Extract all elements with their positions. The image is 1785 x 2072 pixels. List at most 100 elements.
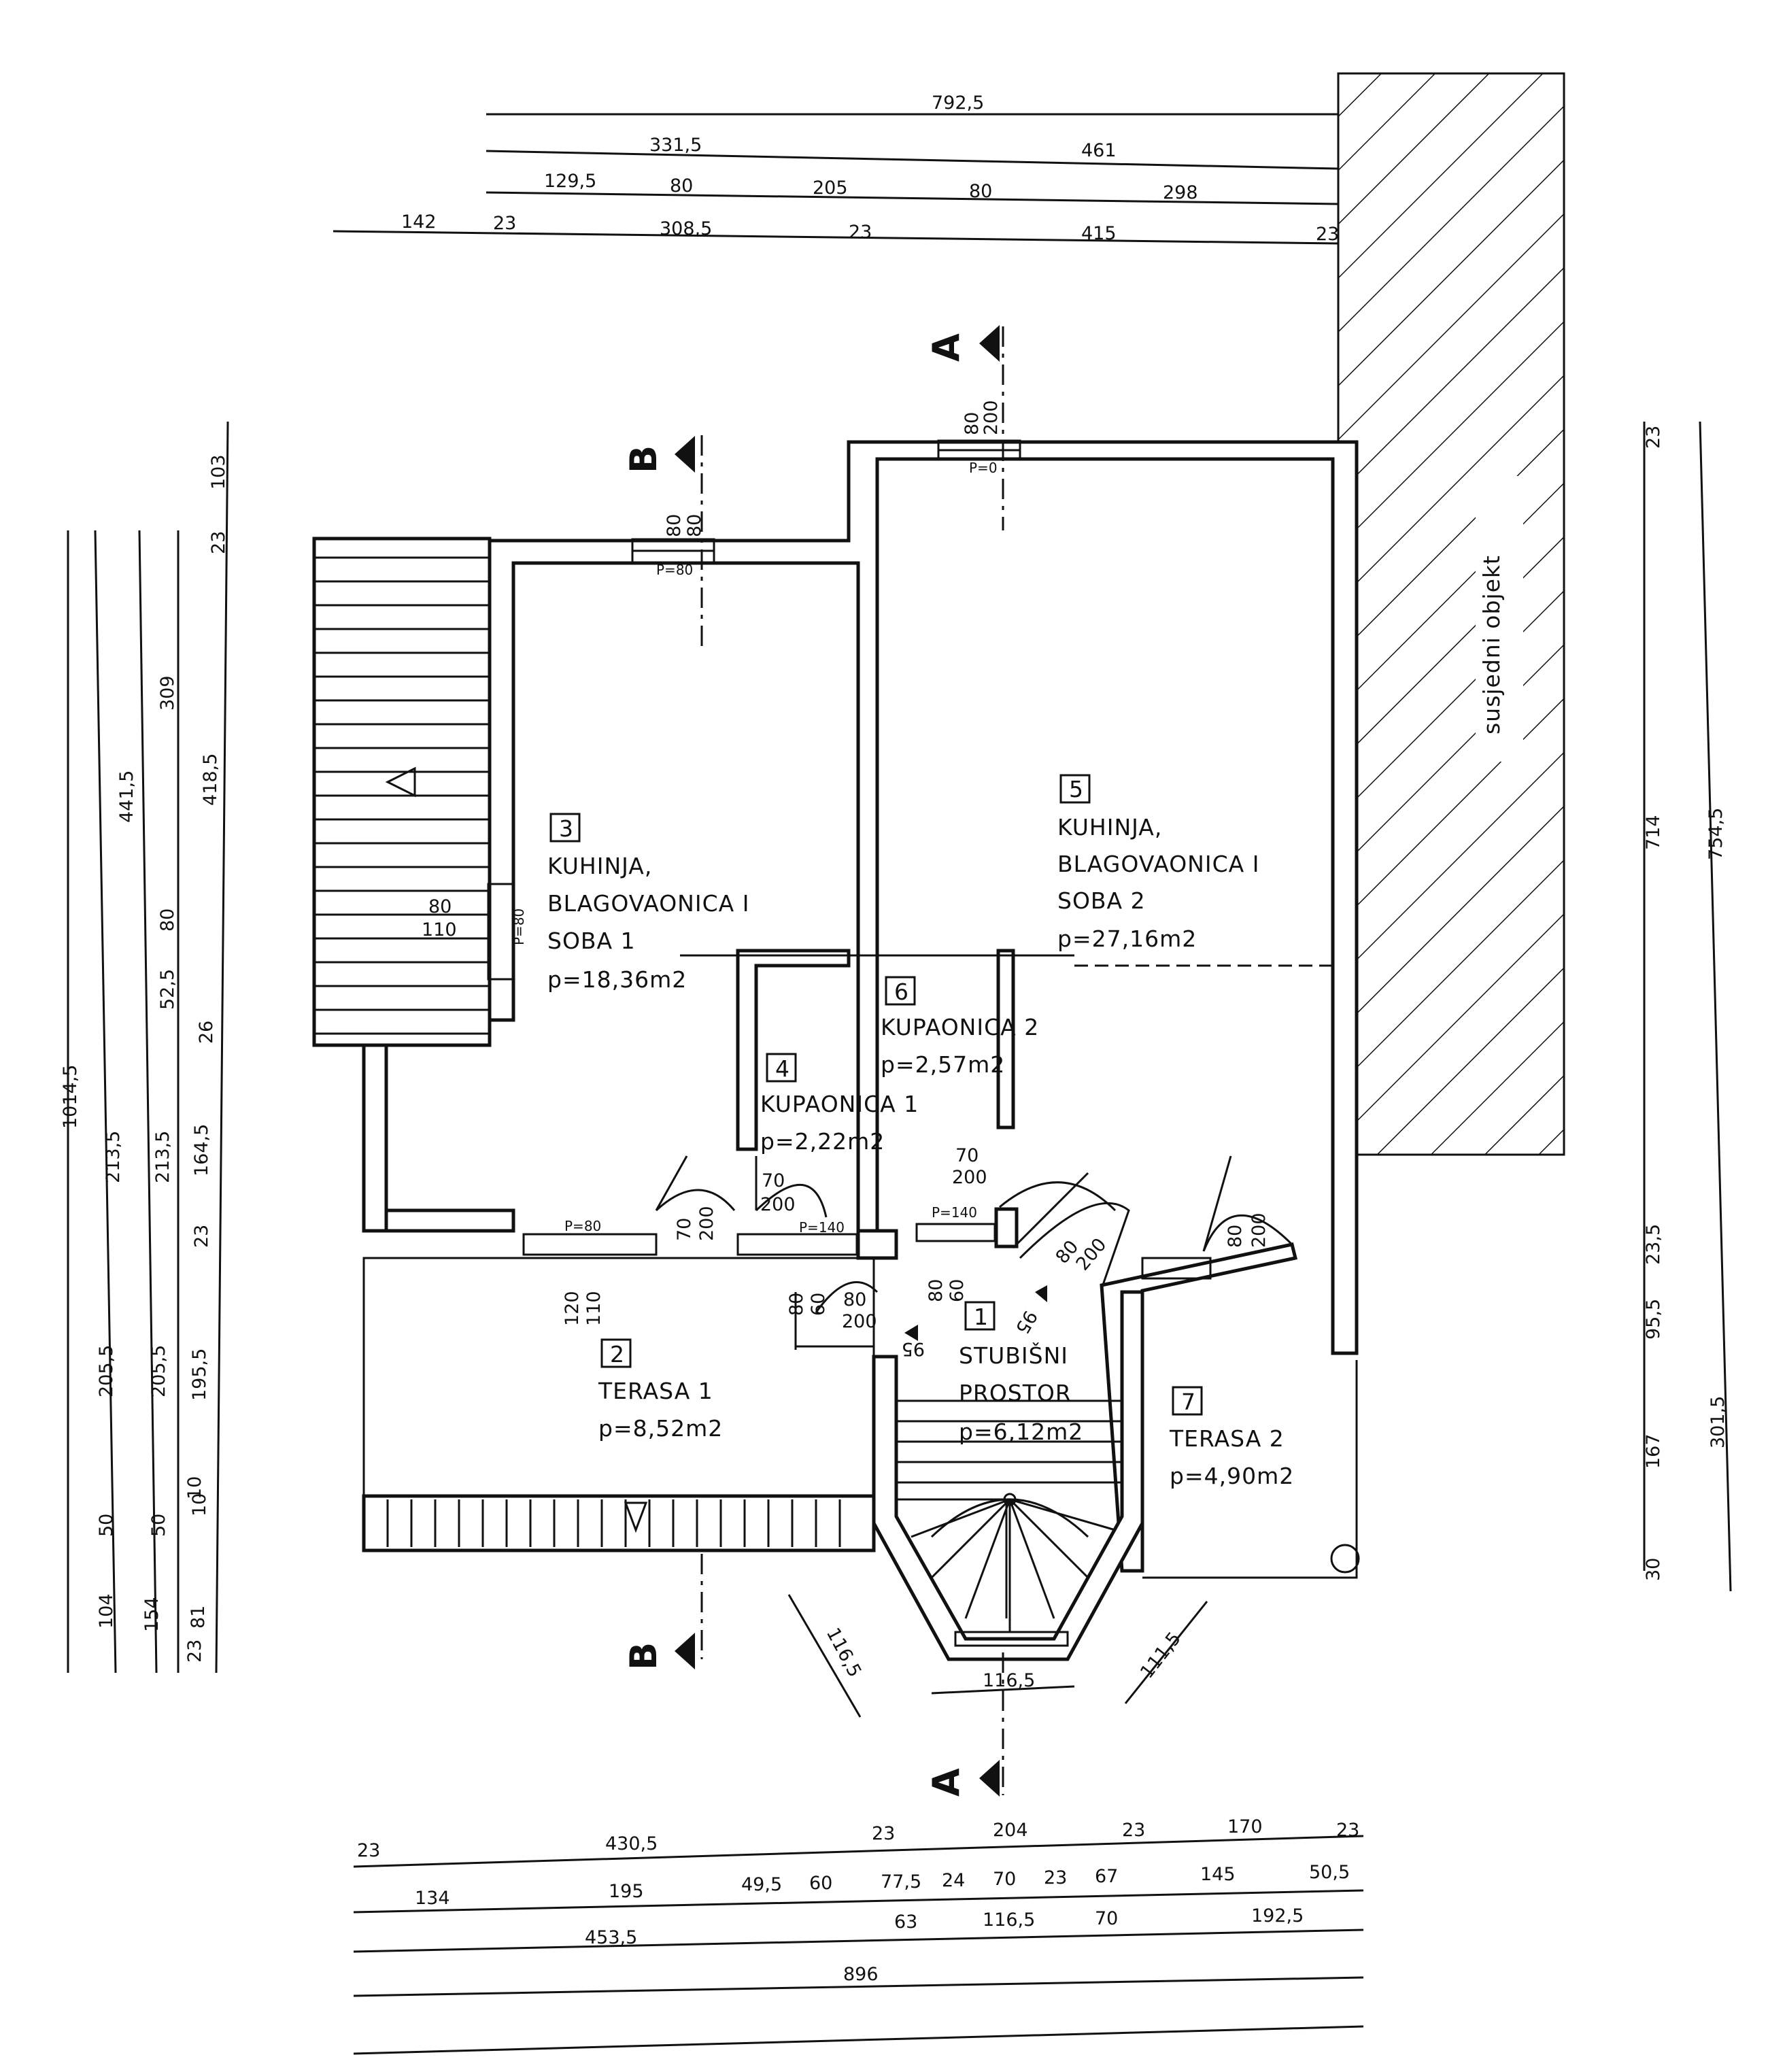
room-4-line-1: KUPAONICA 1 (760, 1091, 919, 1117)
room-3-area: p=18,36m2 (547, 966, 687, 993)
room-4-area: p=2,22m2 (760, 1128, 885, 1155)
section-lines: A A B B (622, 325, 1047, 1797)
win-side-b: 110 (422, 919, 457, 940)
room-3-num: 3 (559, 815, 574, 842)
win-side-a: 80 (428, 896, 452, 917)
hall-door-sm2-b: 60 (947, 1279, 968, 1302)
door-t2-a: 80 (1225, 1225, 1246, 1248)
dim-left-c4-1: 10 (184, 1476, 205, 1499)
stair-treads-terrace (386, 1499, 841, 1547)
dim-bot-r2-10: 50,5 (1309, 1862, 1350, 1883)
dim-left-c3-0: 309 (157, 675, 178, 711)
section-a-top-arrow (979, 325, 1000, 362)
room-2-area: p=8,52m2 (598, 1415, 723, 1442)
room-7: 7 TERASA 2 p=4,90m2 (1169, 1386, 1293, 1489)
dim-bot-r2-7: 23 (1044, 1867, 1067, 1888)
room-3-line-3: SOBA 1 (547, 928, 636, 954)
room-5-area: p=27,16m2 (1057, 925, 1197, 952)
section-a-top: A (925, 333, 968, 362)
dim-left-c5-1: 23 (208, 531, 229, 554)
door-hall-b: 200 (1072, 1234, 1111, 1274)
dim-right-c1-5: 30 (1643, 1558, 1664, 1581)
terr-win-b: 110 (583, 1291, 605, 1326)
dim-bot-r2-5: 24 (942, 1870, 965, 1891)
dim-left-c5-5: 23 (191, 1225, 212, 1248)
dim-top-r3-0: 129,5 (544, 171, 596, 192)
dim-bot-r2-6: 70 (993, 1869, 1016, 1890)
dim-bot-r1-5: 170 (1227, 1816, 1263, 1837)
door-b2-tag: P=140 (932, 1204, 977, 1221)
dim-bot-r1-6: 23 (1336, 1820, 1359, 1841)
room-5-line-2: BLAGOVAONICA I (1057, 851, 1259, 877)
room-2-line-1: TERASA 1 (598, 1378, 713, 1404)
dim-left-c3-4: 50 (148, 1514, 169, 1537)
terr-win-a: 120 (562, 1291, 583, 1326)
dim-bot-r3-1: 63 (894, 1912, 917, 1933)
dim-top-r3-1: 80 (670, 175, 693, 197)
room-2-num: 2 (610, 1341, 625, 1368)
win-terr-tag: P=80 (564, 1218, 601, 1234)
dim-bot-r2-0: 134 (415, 1888, 450, 1909)
dim-left-c2-4: 104 (96, 1593, 117, 1629)
dim-top-r4-5: 23 (1316, 224, 1339, 245)
dim-left-c5-3: 26 (196, 1021, 217, 1044)
room-5-line-1: KUHINJA, (1057, 814, 1162, 840)
stair-angle-2: 111,5 (1136, 1628, 1185, 1682)
dim-left-c5-8: 23 (184, 1640, 205, 1663)
section-b-bottom-arrow (675, 1633, 695, 1669)
dim-bot-r3-3: 70 (1095, 1908, 1118, 1929)
stair-mark-2: 95 (1011, 1307, 1041, 1338)
dim-left-c2-3: 50 (96, 1514, 117, 1537)
room-7-num: 7 (1181, 1389, 1196, 1415)
dim-right-c2-0: 754,5 (1705, 808, 1727, 860)
dim-left-c2-1: 213,5 (103, 1131, 124, 1183)
door-b1-b: 200 (760, 1194, 796, 1215)
dim-left-c4-0: 80 (157, 908, 178, 932)
room-5: 5 KUHINJA, BLAGOVAONICA I SOBA 2 p=27,16… (1057, 774, 1259, 952)
door-terr-a: 70 (674, 1218, 695, 1241)
dim-top-r4-0: 142 (401, 211, 437, 233)
hall-door-a: 80 (843, 1289, 866, 1310)
dimension-lines (67, 113, 1732, 2055)
room-7-line-1: TERASA 2 (1169, 1425, 1285, 1452)
dim-top-r4-3: 23 (849, 222, 872, 243)
section-b-top-arrow (675, 436, 695, 473)
dim-left-c3-5: 154 (141, 1597, 163, 1632)
room-5-num: 5 (1069, 776, 1084, 802)
neighbor-label: susjedni objekt (1478, 555, 1505, 734)
room-3: 3 KUHINJA, BLAGOVAONICA I SOBA 1 p=18,36… (547, 813, 749, 993)
win-k2-a: 80 (962, 412, 983, 435)
room-4: 4 KUPAONICA 1 p=2,22m2 (760, 1053, 919, 1155)
hall-door-b: 200 (842, 1311, 877, 1332)
dim-left-c4-2: 81 (188, 1606, 209, 1629)
dim-bot-r4-0: 896 (843, 1964, 879, 1985)
dim-bot-r2-3: 60 (809, 1873, 832, 1894)
spiral-staircase (896, 1399, 1122, 1632)
room-1-line-1: STUBIŠNI (959, 1342, 1068, 1369)
room-1-area: p=6,12m2 (959, 1419, 1083, 1445)
room-1-line-2: PROSTOR (959, 1380, 1072, 1406)
dim-bot-r2-2: 49,5 (741, 1874, 782, 1895)
dim-top-r4-1: 23 (493, 213, 516, 234)
dim-bot-r1-3: 204 (993, 1820, 1028, 1841)
section-b-bottom: B (622, 1642, 665, 1670)
dim-right-c1-1: 714 (1643, 815, 1664, 850)
dim-bot-r2-4: 77,5 (881, 1871, 921, 1892)
dim-top-r4-4: 415 (1081, 223, 1117, 244)
hall-door-sm-a: 80 (786, 1293, 807, 1316)
stair-angle-1: 116,5 (822, 1625, 866, 1681)
dim-left-c5-2: 418,5 (200, 753, 221, 806)
dim-left-c2-2: 205,5 (96, 1345, 117, 1397)
win-k2-b: 200 (981, 400, 1002, 435)
room-2: 2 TERASA 1 p=8,52m2 (598, 1338, 723, 1442)
dim-bot-r1-0: 23 (357, 1840, 380, 1861)
dim-bot-r1-4: 23 (1122, 1820, 1145, 1841)
win-side-tag: P=80 (511, 908, 527, 945)
dim-left-c5-7: 10 (189, 1493, 210, 1516)
dim-top-r4-2: 308,5 (660, 218, 712, 239)
room-3-line-1: KUHINJA, (547, 853, 652, 879)
dim-top-r2-1: 461 (1081, 140, 1117, 161)
dim-left-c3-2: 213,5 (152, 1131, 173, 1183)
dim-right-c1-2: 23,5 (1643, 1224, 1664, 1265)
dim-bot-r3-2: 116,5 (983, 1909, 1035, 1931)
